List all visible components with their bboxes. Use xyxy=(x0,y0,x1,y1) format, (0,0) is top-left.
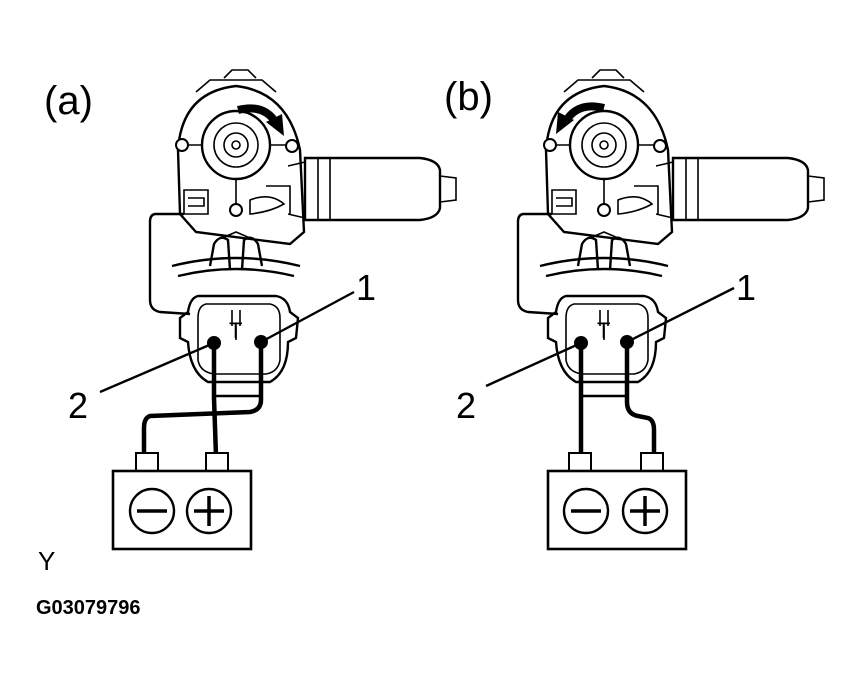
panel-b-battery xyxy=(546,452,688,551)
panel-b-leader-1 xyxy=(626,286,735,344)
panel-b: (b) T 1 2 xyxy=(444,68,826,551)
panel-b-callout-1: 1 xyxy=(736,267,756,308)
figure-id: G03079796 xyxy=(36,597,141,619)
panel-a-battery xyxy=(111,452,253,551)
panel-b-terminal-letter: T xyxy=(597,318,610,343)
panel-b-wire-terminal-1 xyxy=(624,342,657,456)
panel-a-wire-terminal-1 xyxy=(141,342,264,456)
panel-a-leader-1 xyxy=(260,290,355,344)
panel-a-wire-terminal-2 xyxy=(211,343,219,457)
panel-a-leader-2 xyxy=(99,341,215,394)
panel-a-callout-1: 1 xyxy=(356,267,376,308)
panel-b-leader-2 xyxy=(485,341,582,388)
panel-b-callout-2: 2 xyxy=(456,385,476,426)
corner-mark: Y xyxy=(38,546,55,576)
panel-a-motor-assembly xyxy=(148,68,458,384)
panel-a: (a) T 1 2 xyxy=(44,68,458,551)
panel-a-positive-terminal-icon xyxy=(194,496,224,526)
panel-b-counterclockwise-arrow-icon xyxy=(556,102,605,134)
panel-a-terminal-letter: T xyxy=(229,318,242,343)
panel-b-positive-terminal-icon xyxy=(630,496,660,526)
panel-a-clockwise-arrow-icon xyxy=(237,104,284,136)
panel-b-label: (b) xyxy=(444,75,493,119)
panel-a-callout-2: 2 xyxy=(68,385,88,426)
panel-a-label: (a) xyxy=(44,79,93,123)
